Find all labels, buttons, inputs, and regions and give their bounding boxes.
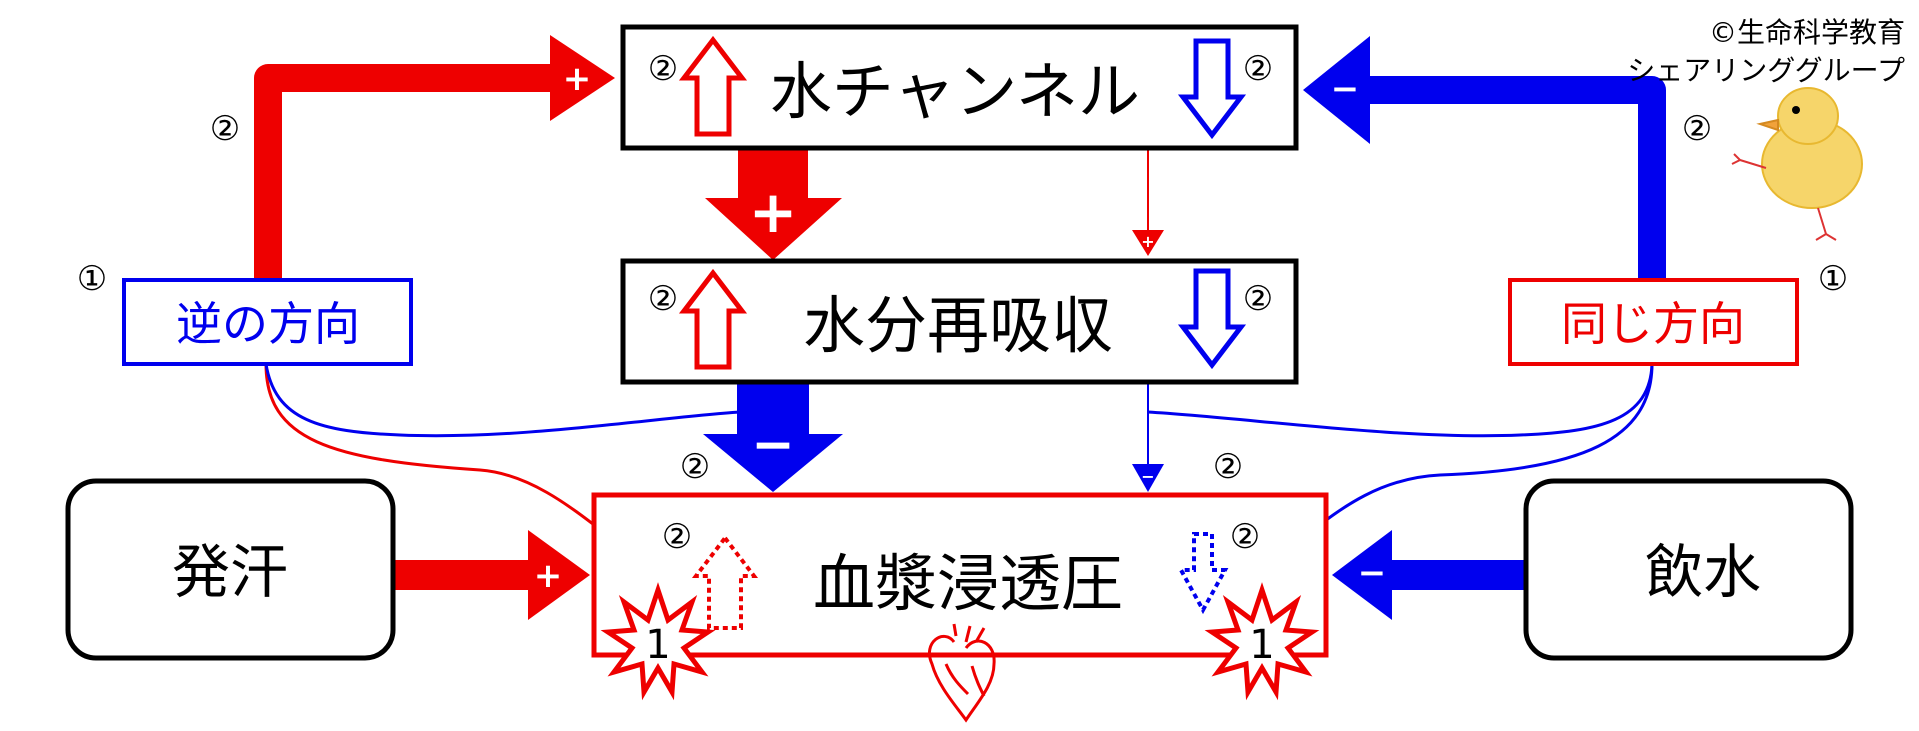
- drinking-arrowhead: [1332, 530, 1392, 620]
- same-direction-label: 同じ方向: [1561, 297, 1745, 351]
- drinking-label: 飲水: [1645, 538, 1761, 606]
- left-marker-one: ①: [77, 259, 107, 299]
- chick-icon: [1731, 87, 1863, 241]
- water-channel-box: [620, 24, 1299, 151]
- heart-icon: [928, 623, 996, 723]
- reabsorption-up-arrow-icon: [678, 268, 748, 370]
- reabsorption-marker-two-left: ②: [648, 279, 678, 319]
- right-feedback-minus-sign: −: [1331, 69, 1360, 109]
- right-feedback-arrow-shaft: [1358, 76, 1666, 280]
- plasma-marker-two-right: ②: [1230, 517, 1260, 557]
- copyright-credit: ©生命科学教育 シェアリンググループ: [1627, 14, 1905, 90]
- drinking-box: [1523, 478, 1854, 661]
- plasma-down-dotted-arrow-icon: [1177, 532, 1229, 615]
- reabsorption-down-arrow-icon: [1177, 268, 1247, 370]
- water-channel-marker-two-left: ②: [648, 49, 678, 89]
- sweating-arrow-shaft: [395, 560, 535, 590]
- drinking-minus-sign: −: [1358, 553, 1387, 593]
- left-feedback-plus-sign: +: [563, 59, 592, 99]
- plasma-up-dotted-arrow-icon: [691, 534, 759, 630]
- blue-arrow-marker-two: ②: [680, 447, 710, 487]
- water-channel-down-arrow-icon: [1177, 38, 1247, 140]
- water-channel-up-arrow-icon: [678, 35, 748, 137]
- right-feedback-marker-two: ②: [1682, 109, 1712, 149]
- water-channel-label: 水チャンネル: [770, 55, 1140, 128]
- left-feedback-arrow-shaft: [254, 64, 560, 280]
- channel-to-reabsorption-plus-sign: +: [749, 178, 798, 246]
- left-feedback-marker-two: ②: [210, 109, 240, 149]
- sweating-box: [65, 478, 396, 661]
- sweating-label: 発汗: [172, 538, 288, 606]
- thin-blue-marker-two: ②: [1213, 447, 1243, 487]
- reabsorption-label: 水分再吸収: [803, 289, 1113, 362]
- thin-blue-arrowhead: [1132, 464, 1164, 492]
- sweating-arrowhead: [528, 530, 590, 620]
- reabsorption-to-plasma-blue-shaft: [737, 384, 809, 440]
- sweating-plus-sign: +: [534, 556, 563, 596]
- channel-to-reabsorption-red-shaft: [738, 150, 808, 200]
- right-starburst-icon: 1: [1204, 582, 1320, 701]
- channel-to-reabsorption-red-head: [705, 198, 842, 260]
- right-feedback-arrowhead: [1303, 36, 1370, 144]
- reabsorption-box: [620, 258, 1299, 385]
- credit-line-2: シェアリンググループ: [1627, 54, 1905, 87]
- left-starburst-number: 1: [645, 622, 670, 668]
- right-starburst-number: 1: [1249, 622, 1274, 668]
- right-marker-one: ①: [1818, 259, 1848, 299]
- left-feedback-arrowhead: [550, 35, 615, 121]
- thin-blue-minus-sign: −: [1141, 467, 1154, 486]
- left-blue-curve-connector: [264, 363, 741, 438]
- right-blue-curve-connector-upper: [1147, 363, 1654, 438]
- thin-red-arrowhead: [1132, 230, 1164, 256]
- opposite-direction-box: [122, 278, 413, 366]
- same-direction-box: [1508, 278, 1799, 366]
- plasma-marker-two-left: ②: [662, 517, 692, 557]
- thin-red-plus-sign: +: [1141, 232, 1154, 251]
- left-starburst-icon: 1: [600, 582, 716, 701]
- reabsorption-marker-two-right: ②: [1243, 279, 1273, 319]
- reabsorption-to-plasma-minus-sign: −: [751, 415, 795, 475]
- drinking-arrow-shaft: [1385, 560, 1525, 590]
- osmotic-pressure-label: 血漿浸透圧: [813, 547, 1123, 620]
- water-channel-marker-two-right: ②: [1243, 49, 1273, 89]
- credit-line-1: ©生命科学教育: [1708, 16, 1905, 49]
- opposite-direction-label: 逆の方向: [176, 297, 360, 351]
- reabsorption-to-plasma-blue-head: [703, 434, 843, 492]
